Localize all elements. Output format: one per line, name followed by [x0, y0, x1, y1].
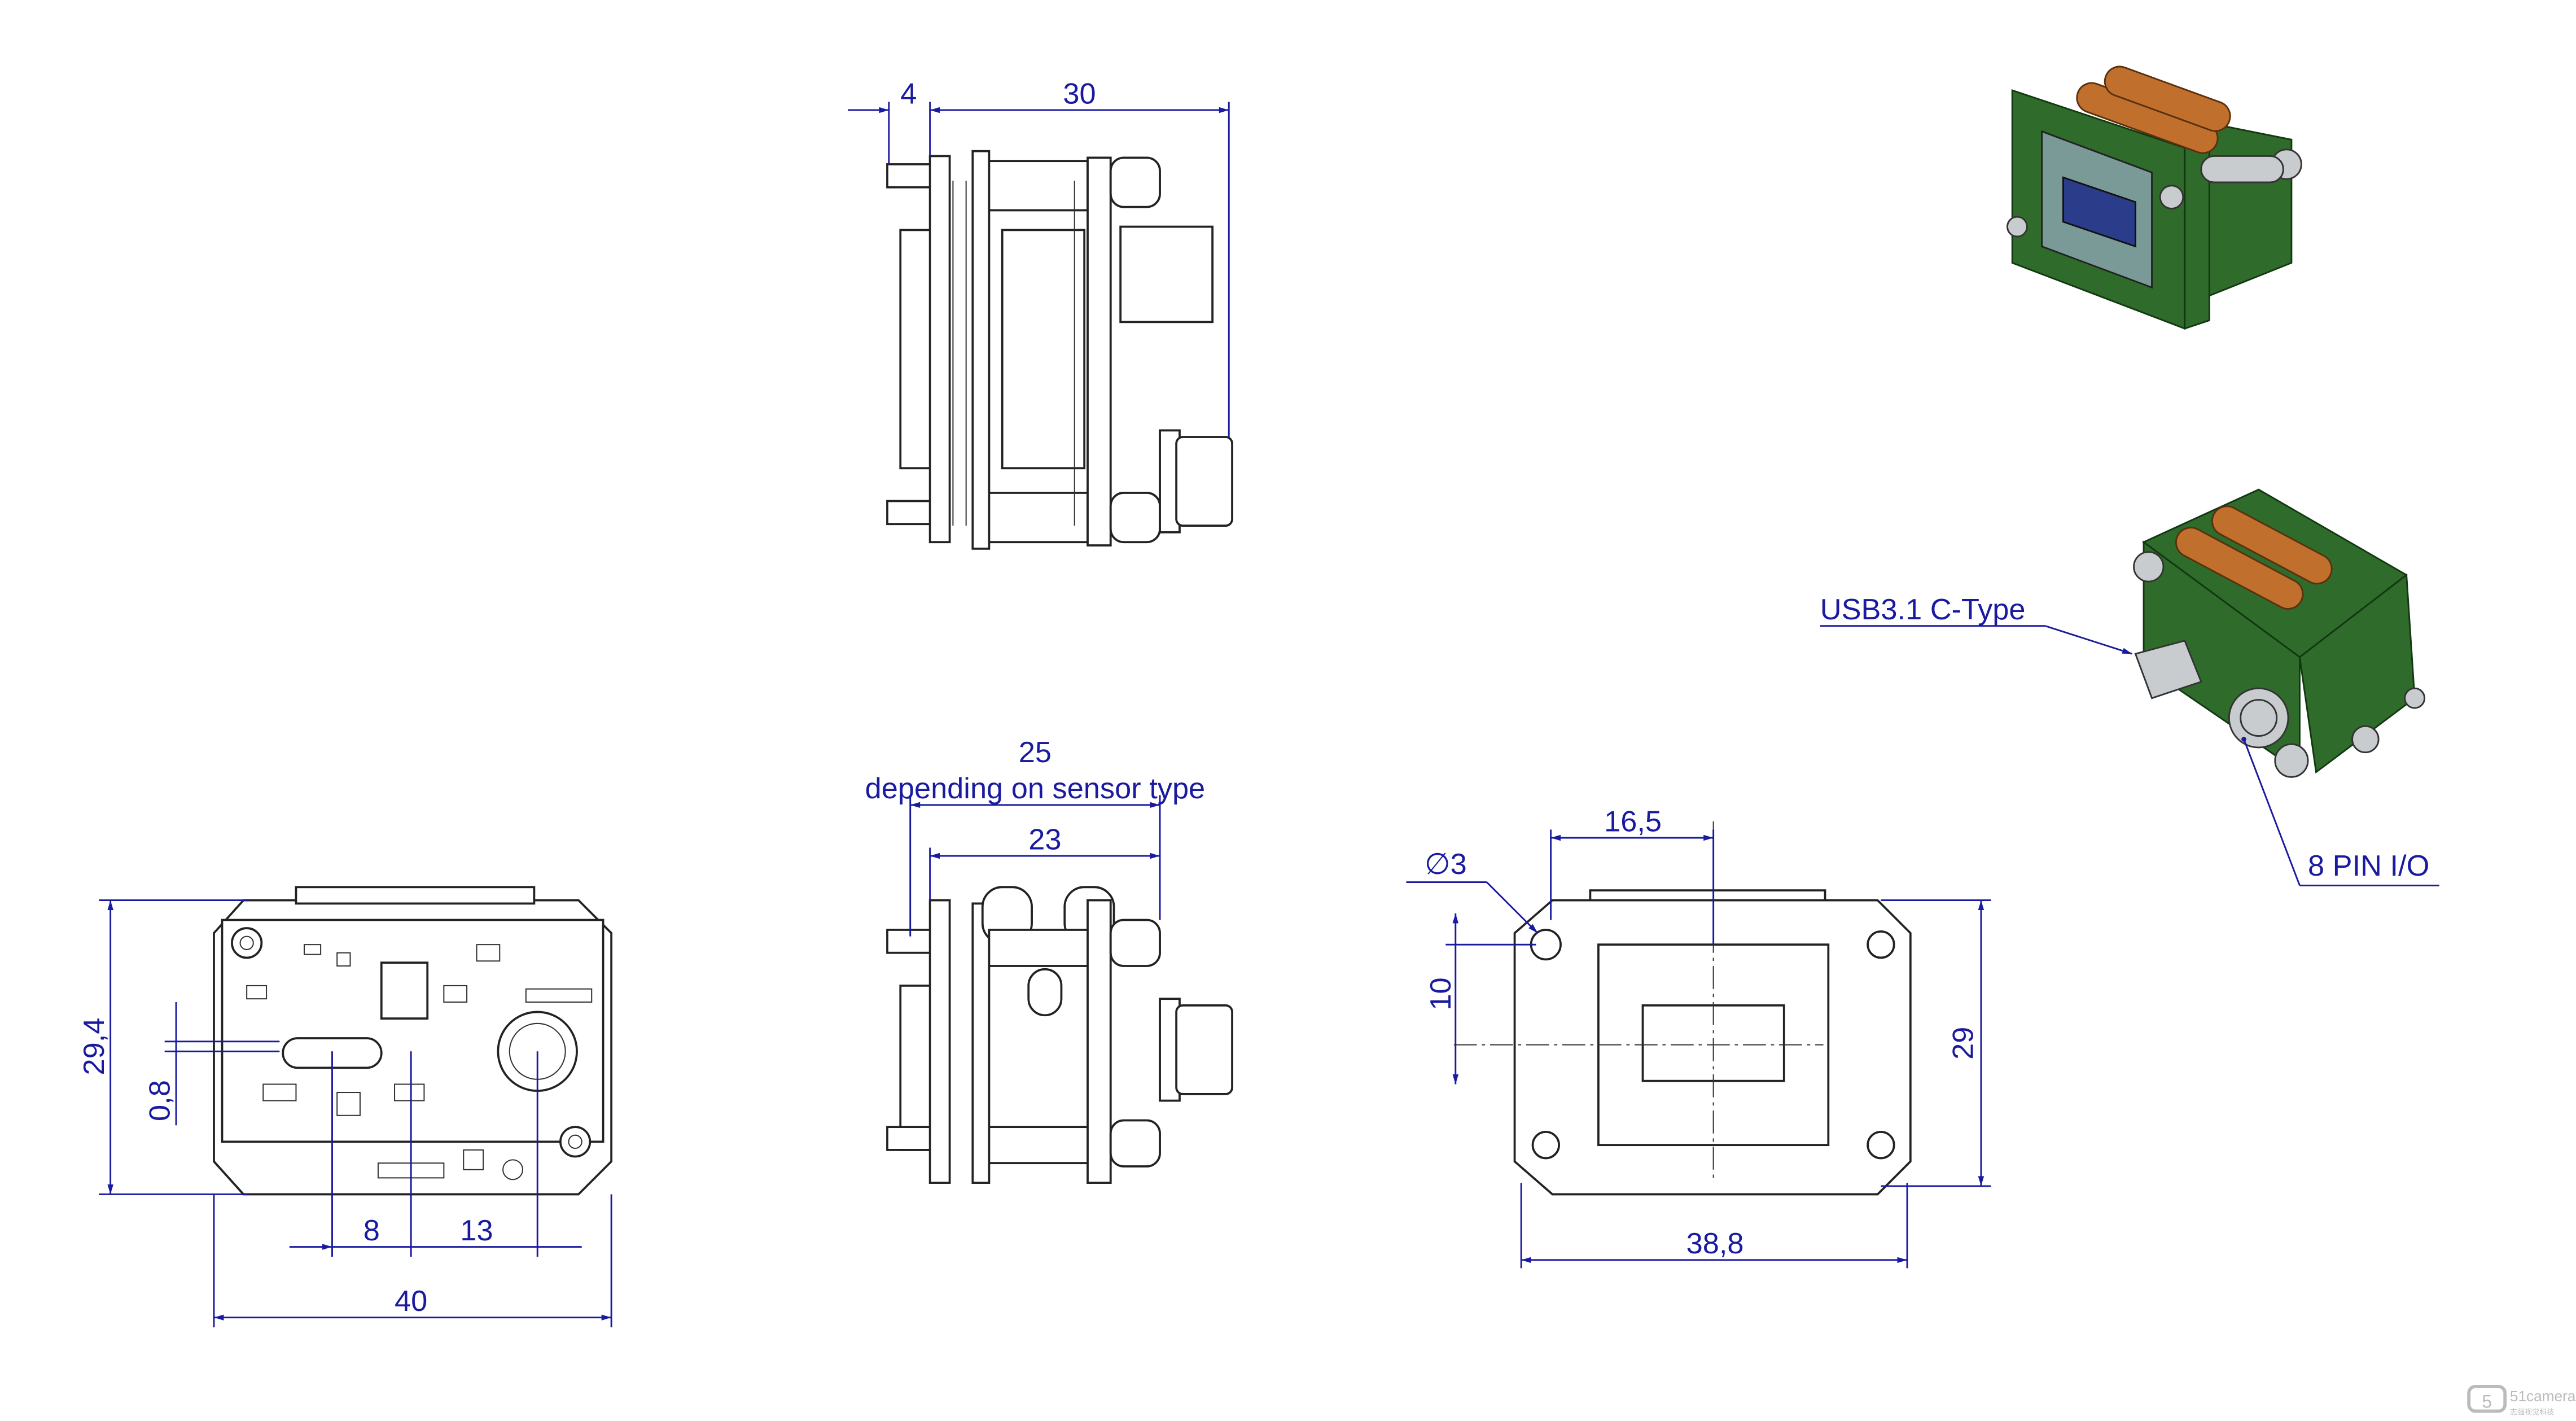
dim-side-depth: 30	[1063, 77, 1096, 110]
dim-side-total: 25	[1019, 736, 1052, 769]
dim-back-sensor-width: 16,5	[1604, 805, 1662, 838]
camera-3d-front-render	[2007, 65, 2302, 330]
dim-front-right: 13	[460, 1214, 493, 1247]
side-view-top: 4 30	[848, 77, 1233, 550]
back-view: 16,5 ∅3 10 29 38,8	[1406, 805, 1991, 1269]
dim-back-sensor-offset: 10	[1425, 977, 1457, 1010]
dim-front-left: 8	[363, 1214, 380, 1247]
watermark-subtitle: 志强视觉科技	[2510, 1407, 2554, 1416]
dim-back-hole: ∅3	[1425, 848, 1467, 881]
svg-text:5: 5	[2482, 1392, 2492, 1412]
dim-side-inner: 23	[1028, 823, 1061, 856]
dim-back-width: 38,8	[1686, 1227, 1744, 1260]
dim-front-width: 40	[395, 1285, 427, 1318]
watermark-brand: 51camera	[2510, 1388, 2576, 1405]
dim-front-offset: 0,8	[143, 1080, 176, 1121]
front-view: 29,4 0,8 8 13 40	[78, 886, 613, 1328]
callout-io: 8 PIN I/O	[2241, 737, 2439, 886]
dim-side-note: depending on sensor type	[865, 772, 1206, 805]
watermark-logo: 5 51camera 志强视觉科技	[2467, 1384, 2576, 1416]
dim-side-front: 4	[900, 77, 917, 110]
callout-io-label: 8 PIN I/O	[2308, 850, 2429, 882]
callout-usb-label: USB3.1 C-Type	[1820, 593, 2026, 626]
callout-usb: USB3.1 C-Type	[1820, 593, 2133, 655]
side-view-middle: 25 depending on sensor type 23	[865, 736, 1233, 1184]
dim-back-height: 29	[1947, 1027, 1979, 1060]
camera-3d-back-render	[2133, 488, 2426, 778]
dim-front-height: 29,4	[78, 1018, 111, 1075]
